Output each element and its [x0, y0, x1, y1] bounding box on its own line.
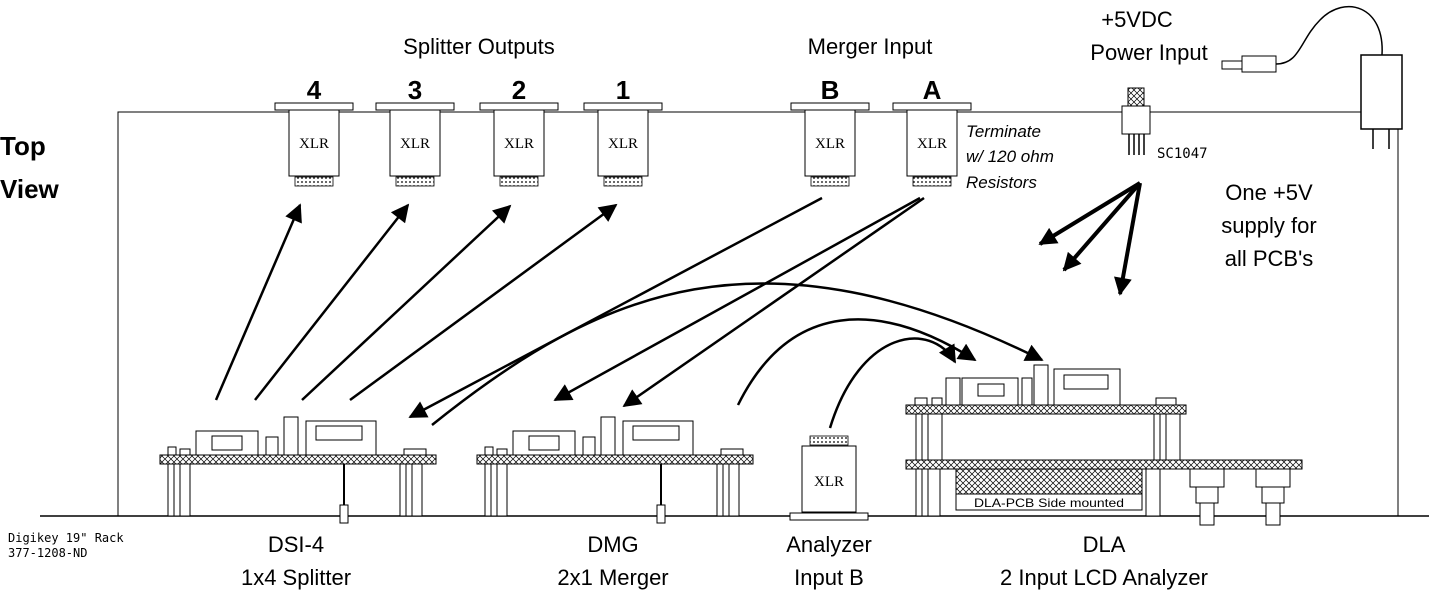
rack-part-line2: 377-1208-ND	[8, 546, 87, 560]
terminate-note-line1: Terminate	[966, 122, 1041, 141]
splitter-output-connector: 3 XLR	[375, 75, 455, 187]
view-title-line1: Top	[0, 131, 46, 161]
power-label-line1: +5VDC	[1101, 7, 1173, 32]
xlr-label: XLR	[608, 136, 638, 152]
dla-pcb: DLA-PCB Side mounted	[905, 364, 1303, 526]
connector-flange	[892, 102, 972, 111]
connector-flange	[375, 102, 455, 111]
terminate-note-line3: Resistors	[966, 173, 1037, 192]
merger-output-arrow	[553, 196, 921, 402]
power-note-line3: all PCB's	[1225, 246, 1314, 271]
view-title-line2: View	[0, 174, 60, 204]
xlr-body	[906, 109, 958, 177]
xlr-label: XLR	[814, 474, 844, 490]
analyzer-to-dla-arrow	[828, 337, 957, 429]
xlr-pins	[912, 176, 952, 187]
connector-flange	[479, 102, 559, 111]
connector-flange	[274, 102, 354, 111]
xlr-body	[804, 109, 856, 177]
power-arrow	[1038, 181, 1142, 246]
connector-flange	[790, 102, 870, 111]
xlr-pins	[499, 176, 539, 187]
power-label-line2: Power Input	[1090, 40, 1207, 65]
terminate-note-line2: w/ 120 ohm	[966, 147, 1054, 166]
splitter-output-arrow	[349, 203, 618, 402]
splitter-outputs-heading: Splitter Outputs	[403, 34, 555, 59]
xlr-label: XLR	[504, 136, 534, 152]
xlr-body	[597, 109, 649, 177]
connector-flange	[789, 512, 869, 521]
power-arrow	[1114, 182, 1142, 296]
xlr-body	[493, 109, 545, 177]
rack-part-line1: Digikey 19" Rack	[8, 531, 124, 545]
xlr-body	[801, 445, 857, 513]
merger-input-connector: B XLR	[790, 75, 870, 187]
splitter-output-connector: 2 XLR	[479, 75, 559, 187]
analyzer-input-connector: XLR	[789, 435, 869, 521]
connector-flange	[583, 102, 663, 111]
xlr-pins	[603, 176, 643, 187]
splitter-output-number: 2	[512, 75, 526, 105]
splitter-output-connector: 4 XLR	[274, 75, 354, 187]
xlr-pins	[809, 435, 849, 446]
module-name-analyzer: Analyzer	[786, 532, 872, 557]
splitter-output-connector: 1 XLR	[583, 75, 663, 187]
power-adapter	[1221, 5, 1403, 149]
wall-adapter	[1360, 54, 1403, 130]
splitter-output-arrow	[214, 203, 302, 401]
dc-plug	[1241, 55, 1277, 73]
merger-to-dla-arrow	[736, 318, 977, 406]
module-desc-dmg: 2x1 Merger	[557, 565, 668, 590]
power-arrow	[1062, 181, 1142, 272]
xlr-pins	[294, 176, 334, 187]
module-desc-analyzer: Input B	[794, 565, 864, 590]
merger-input-heading: Merger Input	[808, 34, 933, 59]
splitter-output-number: 4	[307, 75, 322, 105]
power-jack: SC1047	[1121, 87, 1208, 162]
merger-input-arrow	[408, 196, 823, 419]
xlr-label: XLR	[815, 136, 845, 152]
merger-input-letter: A	[923, 75, 942, 105]
jack-part-number: SC1047	[1157, 146, 1208, 162]
xlr-body	[389, 109, 441, 177]
jack-body	[1121, 105, 1151, 135]
xlr-label: XLR	[299, 136, 329, 152]
dla-lcd-area	[955, 468, 1143, 495]
xlr-label: XLR	[400, 136, 430, 152]
power-arrows	[1038, 181, 1142, 296]
splitter-to-dla-arrow	[431, 282, 1044, 426]
merger-input-letter: B	[821, 75, 840, 105]
module-desc-dla: 2 Input LCD Analyzer	[1000, 565, 1208, 590]
dc-plug-tip	[1221, 60, 1243, 70]
module-name-dla: DLA	[1083, 532, 1126, 557]
xlr-pins	[395, 176, 435, 187]
jack-thread	[1127, 87, 1145, 107]
dla-pcb-label: DLA-PCB Side mounted	[974, 496, 1124, 510]
splitter-output-arrow	[301, 204, 512, 401]
xlr-label: XLR	[917, 136, 947, 152]
module-desc-dsi4: 1x4 Splitter	[241, 565, 351, 590]
dmg-pcb	[476, 416, 754, 524]
dla-pcb-label-box	[955, 493, 1143, 511]
xlr-body	[288, 109, 340, 177]
module-name-dsi4: DSI-4	[268, 532, 324, 557]
splitter-output-number: 1	[616, 75, 630, 105]
merger-input-arrow	[622, 196, 925, 408]
xlr-pins	[810, 176, 850, 187]
merger-input-connector: A XLR	[892, 75, 972, 187]
splitter-output-number: 3	[408, 75, 422, 105]
power-cable	[1275, 5, 1383, 65]
signal-arrows	[214, 196, 1044, 429]
power-note-line1: One +5V	[1225, 180, 1313, 205]
module-name-dmg: DMG	[587, 532, 638, 557]
dsi4-pcb	[159, 416, 437, 524]
power-note-line2: supply for	[1221, 213, 1316, 238]
splitter-output-arrow	[254, 203, 410, 401]
